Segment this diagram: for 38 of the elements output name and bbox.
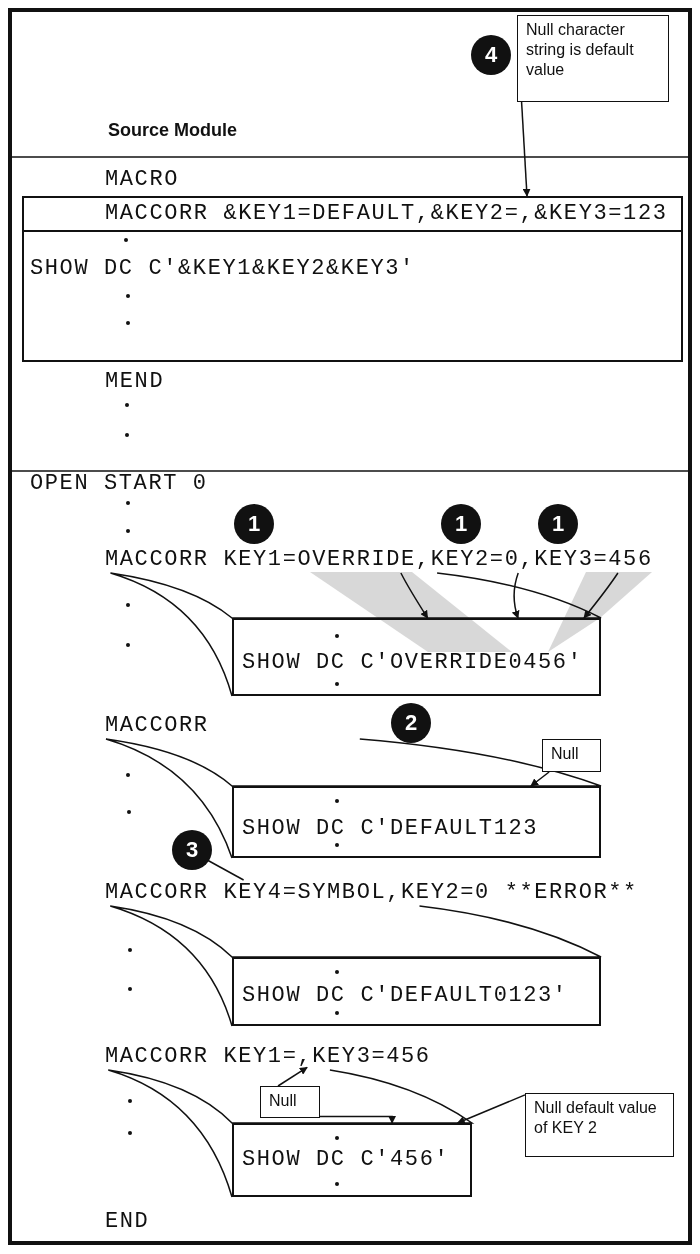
arrow	[400, 572, 429, 619]
code-line: OPEN START 0	[30, 471, 208, 497]
arrow	[520, 101, 531, 197]
code-line: MACCORR	[105, 713, 209, 739]
expansion-bracket	[109, 572, 602, 697]
code-box: SHOW DC C'OVERRIDE0456'	[232, 618, 601, 696]
code-box: SHOW DC C'456'	[232, 1123, 472, 1197]
arrow	[530, 771, 550, 787]
code-line: MACCORR KEY4=SYMBOL,KEY2=0 **ERROR**	[105, 880, 638, 906]
expansion-bracket	[109, 905, 602, 1027]
expansion-bracket	[107, 1069, 473, 1198]
arrow	[319, 1115, 397, 1124]
expansion-bracket	[105, 738, 602, 859]
code-line: MEND	[105, 369, 165, 395]
callout-box: Null	[542, 739, 601, 772]
code-box: SHOW DC C'&KEY1&KEY2&KEY3'	[22, 230, 683, 362]
callout-box: Null default value of KEY 2	[525, 1093, 674, 1157]
code-box: MACCORR &KEY1=DEFAULT,&KEY2=,&KEY3=123	[22, 196, 683, 232]
leader-line	[206, 859, 245, 881]
callout-number: 4	[471, 35, 511, 75]
arrow	[456, 1094, 526, 1124]
callout-number: 3	[172, 830, 212, 870]
callout-number: 1	[234, 504, 274, 544]
section-title: Source Module	[108, 120, 237, 141]
callout-number: 1	[538, 504, 578, 544]
callout-box: Null character string is default value	[517, 15, 669, 102]
callout-box: Null	[260, 1086, 320, 1118]
code-box: SHOW DC C'DEFAULT0123'	[232, 957, 601, 1026]
code-box: SHOW DC C'DEFAULT123	[232, 786, 601, 858]
code-line: END	[105, 1209, 150, 1235]
arrow	[277, 1066, 308, 1087]
code-line: MACRO	[105, 167, 179, 193]
code-line: MACCORR KEY1=OVERRIDE,KEY2=0,KEY3=456	[105, 547, 653, 573]
arrow	[583, 572, 619, 619]
arrow	[512, 572, 520, 619]
code-line: MACCORR KEY1=,KEY3=456	[105, 1044, 431, 1070]
callout-number: 1	[441, 504, 481, 544]
callout-number: 2	[391, 703, 431, 743]
